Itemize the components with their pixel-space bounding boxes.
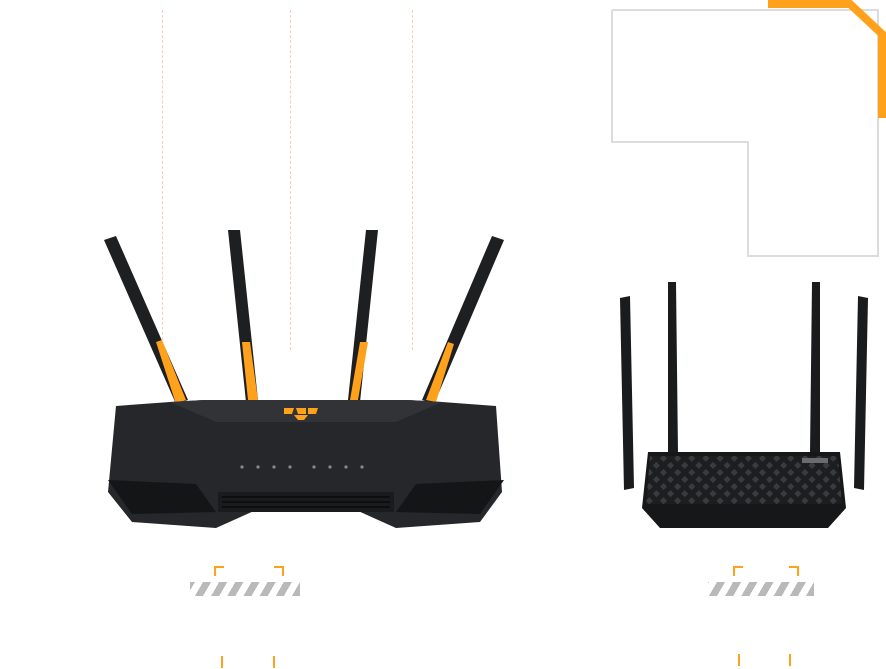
tick-marker	[273, 656, 275, 668]
tick-marker	[738, 654, 740, 666]
tick-marker	[789, 654, 791, 666]
guide-line-2	[290, 10, 291, 350]
tick-marker	[221, 656, 223, 668]
gaming-router-icon	[104, 230, 504, 528]
bracket-left-1	[214, 566, 224, 576]
hatch-bar-1	[190, 582, 300, 596]
standard-router-icon	[620, 282, 868, 528]
router-logo	[284, 408, 318, 420]
hatch-bar-2	[708, 582, 814, 596]
bracket-left-2	[733, 566, 743, 576]
router-body	[108, 400, 502, 528]
router-status-leds	[240, 465, 364, 469]
bracket-right-1	[274, 566, 284, 576]
router-antennas	[104, 230, 504, 404]
guide-line-1	[162, 10, 163, 350]
orange-corner-accent	[768, 0, 886, 118]
bracket-right-2	[789, 566, 799, 576]
router-antennas	[620, 282, 868, 490]
guide-line-3	[412, 10, 413, 350]
